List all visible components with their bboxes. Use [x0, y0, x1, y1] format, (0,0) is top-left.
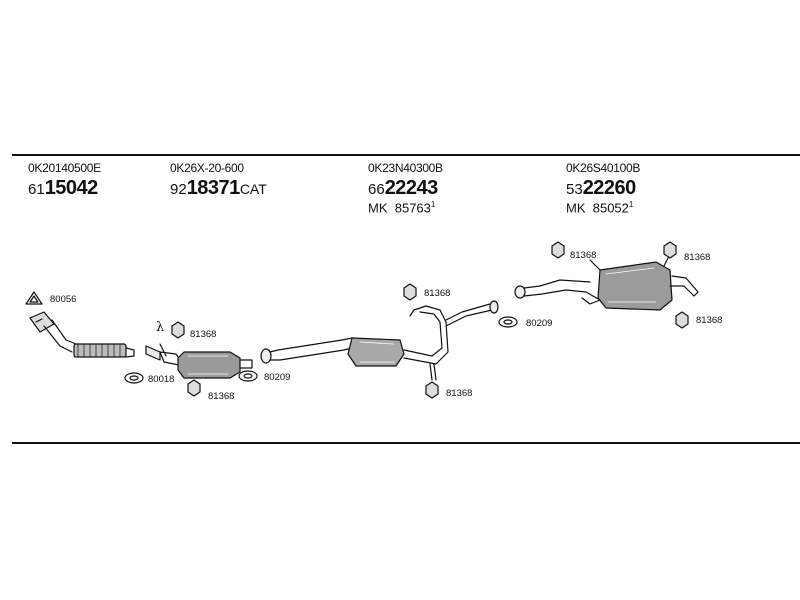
- lambda-sensor-symbol: λ: [156, 320, 165, 335]
- rubber-mount-icon: [171, 321, 185, 339]
- gasket-icon: [243, 373, 253, 379]
- rubber-mount-icon: [187, 379, 201, 397]
- rubber-mount-icon: [403, 283, 417, 301]
- callout-label: 81368: [446, 388, 473, 399]
- callout-label: 81368: [208, 391, 235, 402]
- rubber-mount-icon: [675, 311, 689, 329]
- callout-label: 80209: [526, 318, 553, 329]
- bottom-divider: [12, 442, 800, 444]
- catalytic-converter: [145, 343, 253, 379]
- rubber-mount-icons: [171, 241, 689, 399]
- callout-label: 81368: [684, 252, 711, 263]
- part-code: 0K26S40100B: [566, 161, 641, 175]
- rubber-mount-icon: [425, 381, 439, 399]
- ref-number: 6622243: [368, 177, 438, 199]
- rubber-mount-icon: [663, 241, 677, 259]
- rubber-mount-icon: [551, 241, 565, 259]
- middle-pipe: [260, 300, 499, 381]
- gasket-icon: [29, 295, 39, 303]
- gasket-icon: [25, 291, 43, 305]
- header-middle-silencer: 0K23N40300B 6622243 MK 857631: [368, 162, 443, 214]
- callout-label: 81368: [696, 315, 723, 326]
- gasket-icon: [498, 316, 518, 328]
- gasket-icon: [238, 370, 258, 382]
- gasket-icon: [503, 319, 513, 325]
- callout-label: 81368: [190, 329, 217, 340]
- callout-label: 81368: [570, 250, 597, 261]
- header-catalytic-converter: 0K26X-20-600 9218371CAT: [170, 162, 267, 198]
- header-front-pipe: 0K20140500E 6115042: [28, 162, 101, 198]
- callout-label: 80209: [264, 372, 291, 383]
- ref-number: 9218371CAT: [170, 177, 267, 199]
- gasket-icon: [124, 372, 144, 384]
- callout-label: 80018: [148, 374, 175, 385]
- ref-number: 6115042: [28, 177, 98, 199]
- ref-number: 5322260: [566, 177, 636, 199]
- part-code: 0K20140500E: [28, 161, 101, 175]
- part-code: 0K23N40300B: [368, 161, 443, 175]
- rear-silencer: [514, 257, 699, 311]
- mk-number: MK 857631: [368, 200, 436, 216]
- mk-number: MK 850521: [566, 200, 634, 216]
- top-divider: [12, 154, 800, 156]
- header-rear-silencer: 0K26S40100B 5322260 MK 850521: [566, 162, 640, 214]
- callout-label: 80056: [50, 294, 77, 305]
- gasket-icons: [25, 291, 518, 384]
- part-code: 0K26X-20-600: [170, 161, 244, 175]
- front-pipe: [29, 311, 135, 358]
- gasket-icon: [129, 375, 139, 381]
- callout-label: 81368: [424, 288, 451, 299]
